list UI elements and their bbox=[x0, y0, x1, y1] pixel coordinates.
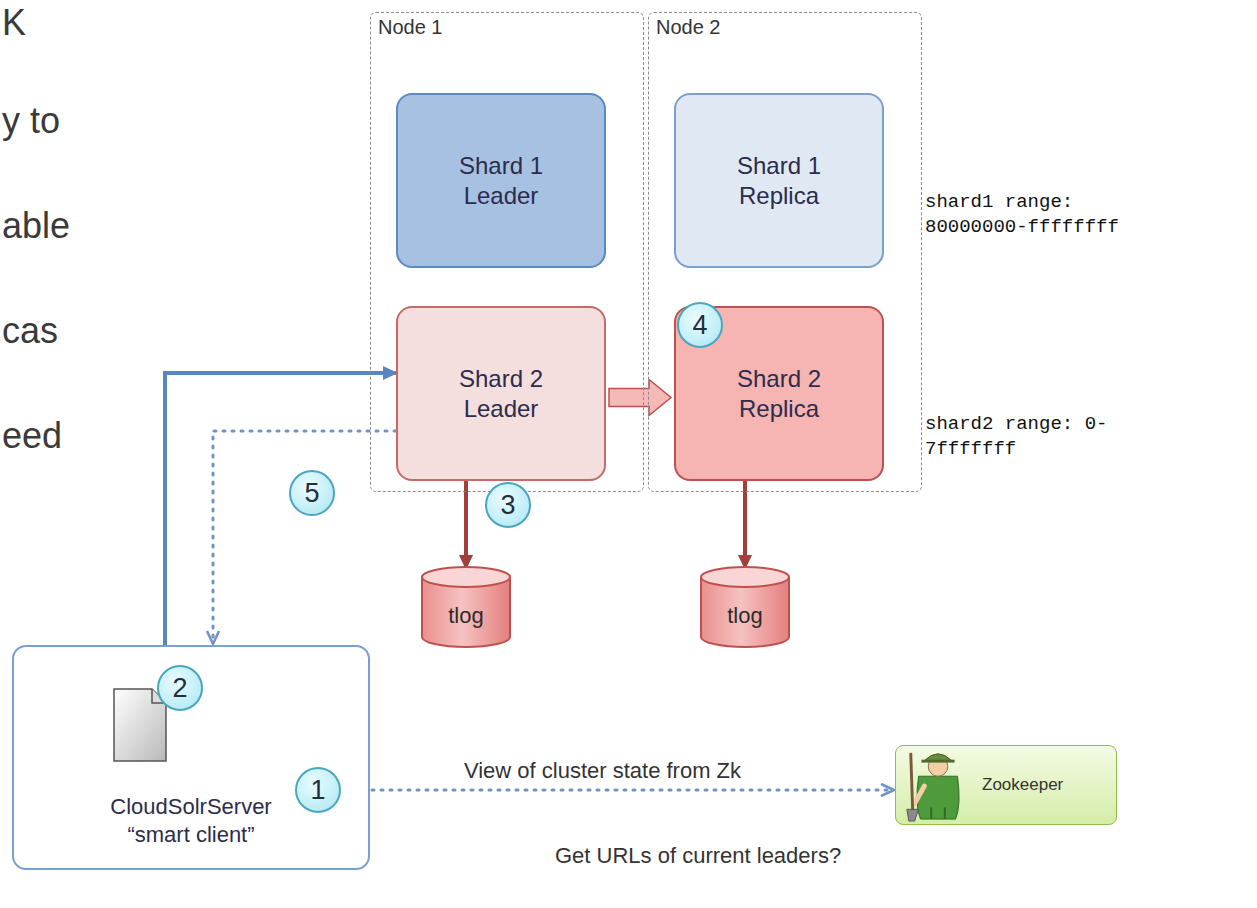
slide-text-fragment: eed bbox=[2, 415, 62, 457]
box-label: CloudSolrServer “smart client” bbox=[81, 793, 301, 850]
box-label: tlog bbox=[727, 603, 762, 629]
slide-text-fragment: cas bbox=[2, 310, 58, 352]
slide-text-fragment: y to bbox=[2, 100, 60, 142]
replica-box: Shard 2 Replica bbox=[674, 306, 884, 481]
tlog-cylinder: tlog bbox=[699, 565, 791, 650]
slide-text-fragment: K bbox=[2, 2, 26, 44]
leader-box: Shard 2 Leader bbox=[396, 306, 606, 481]
leader-box: Shard 1 Leader bbox=[396, 93, 606, 268]
box-label: Shard 1 Leader bbox=[441, 151, 561, 211]
box-label: Shard 2 Replica bbox=[719, 364, 839, 424]
arrow-connector bbox=[165, 373, 396, 645]
document-icon bbox=[112, 687, 168, 763]
edge-label: View of cluster state from Zk bbox=[464, 758, 741, 784]
box-label: tlog bbox=[448, 603, 483, 629]
box-label: Shard 2 Leader bbox=[441, 364, 561, 424]
callout-number: 5 bbox=[289, 470, 335, 516]
shard-range: shard2 range: 0-7fffffff bbox=[925, 412, 1130, 461]
server-node: Node 2 Shard 1 ReplicaShard 2 Replica bbox=[648, 12, 922, 492]
block-arrow bbox=[609, 380, 671, 416]
shard-range: shard1 range: 80000000-ffffffff bbox=[925, 190, 1130, 239]
dotted-connector bbox=[372, 789, 893, 792]
question-note: Get URLs of current leaders? bbox=[555, 843, 841, 869]
zookeeper-box: Zookeeper bbox=[895, 745, 1117, 825]
server-node: Node 1 Shard 1 LeaderShard 2 Leader bbox=[370, 12, 644, 492]
arrow-connector bbox=[743, 481, 747, 568]
slide-text-fragment: able bbox=[2, 205, 70, 247]
box-label: Zookeeper bbox=[982, 775, 1063, 795]
tlog-cylinder: tlog bbox=[420, 565, 512, 650]
node-title: Node 2 bbox=[656, 16, 914, 39]
arrow-connector bbox=[464, 481, 468, 568]
dotted-connector bbox=[213, 431, 396, 643]
callout-number: 3 bbox=[485, 482, 531, 528]
box-label: Shard 1 Replica bbox=[719, 151, 839, 211]
zookeeper-figure bbox=[904, 747, 974, 823]
replica-box: Shard 1 Replica bbox=[674, 93, 884, 268]
node-title: Node 1 bbox=[378, 16, 636, 39]
client-box: CloudSolrServer “smart client” bbox=[12, 645, 370, 870]
